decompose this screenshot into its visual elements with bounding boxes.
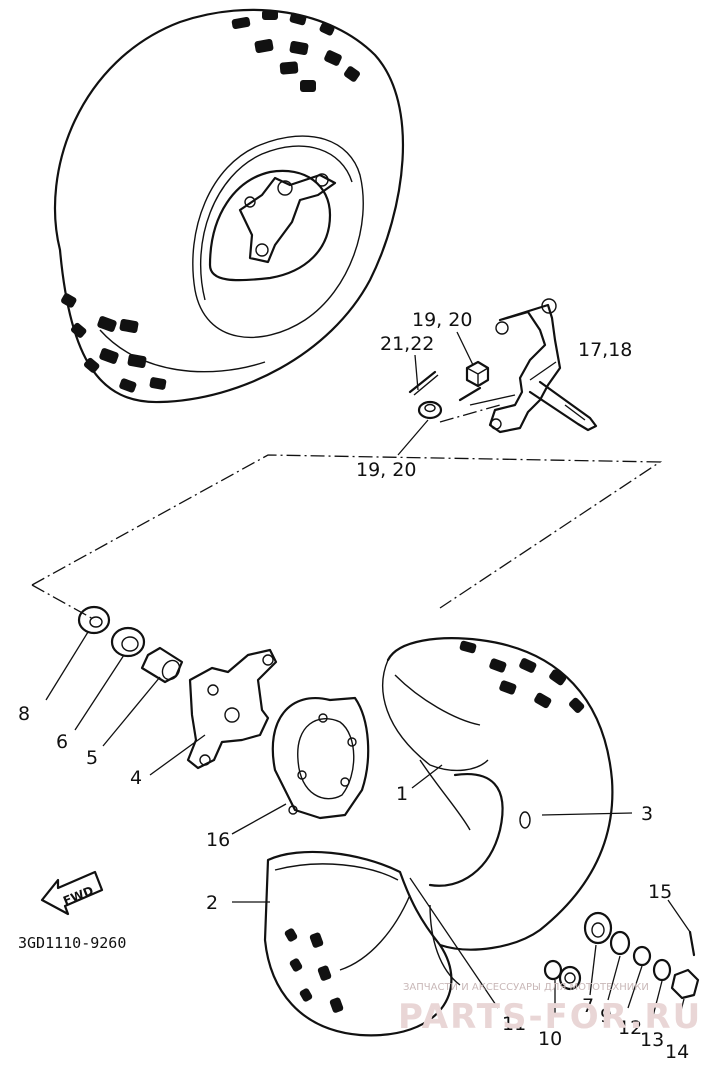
watermark: ЗАПЧАСТИ И АКСЕССУАРЫ ДЛЯ МОТОТЕХНИКИ PA… xyxy=(398,982,702,1037)
label-part-21-22: 21,22 xyxy=(380,333,434,355)
axle-parts-drawing xyxy=(543,911,700,1000)
label-part-5: 5 xyxy=(86,747,98,769)
bearing-drawing xyxy=(110,626,146,658)
label-part-4: 4 xyxy=(130,767,142,789)
label-part-3: 3 xyxy=(641,803,653,825)
part-labels: 8 6 5 4 16 1 3 2 15 11 10 7 9 12 13 14 1… xyxy=(18,309,689,1063)
label-part-17-18: 17,18 xyxy=(578,339,632,361)
label-part-10: 10 xyxy=(538,1028,562,1050)
label-part-14: 14 xyxy=(665,1041,689,1063)
watermark-brand: PARTS-FOR.RU xyxy=(398,997,702,1037)
leader-lines xyxy=(45,331,691,1023)
label-part-7: 7 xyxy=(582,995,594,1017)
fwd-arrow-text: FWD xyxy=(61,883,95,908)
label-part-15: 15 xyxy=(648,881,672,903)
watermark-caption: ЗАПЧАСТИ И АКСЕССУАРЫ ДЛЯ МОТОТЕХНИКИ xyxy=(403,982,649,993)
oil-seal-drawing xyxy=(77,605,111,635)
label-part-8: 8 xyxy=(18,703,30,725)
label-part-6: 6 xyxy=(56,731,68,753)
label-part-13: 13 xyxy=(640,1029,664,1051)
label-part-19-20-upper: 19, 20 xyxy=(412,309,472,331)
split-tire-drawing xyxy=(263,637,614,1037)
spacer-drawing xyxy=(140,646,184,684)
fwd-arrow-icon: FWD xyxy=(40,870,104,916)
label-part-2: 2 xyxy=(206,892,218,914)
label-part-9: 9 xyxy=(600,1005,612,1027)
label-part-11: 11 xyxy=(502,1013,526,1035)
brake-disc-drawing xyxy=(271,696,370,820)
wheel-hub-drawing xyxy=(186,648,278,770)
label-part-19-20-lower: 19, 20 xyxy=(356,459,416,481)
steering-knuckle-drawing xyxy=(469,298,598,434)
label-part-1: 1 xyxy=(396,783,408,805)
assembled-wheel-drawing xyxy=(53,8,405,404)
label-part-16: 16 xyxy=(206,829,230,851)
diagram-code: 3GD1110-9260 xyxy=(18,934,126,952)
nut-upper-drawing xyxy=(465,360,490,388)
assembly-dash-lines xyxy=(31,404,663,621)
cotter-pin-drawing xyxy=(408,370,482,402)
label-part-12: 12 xyxy=(618,1017,642,1039)
nut-lower-drawing xyxy=(417,400,443,420)
